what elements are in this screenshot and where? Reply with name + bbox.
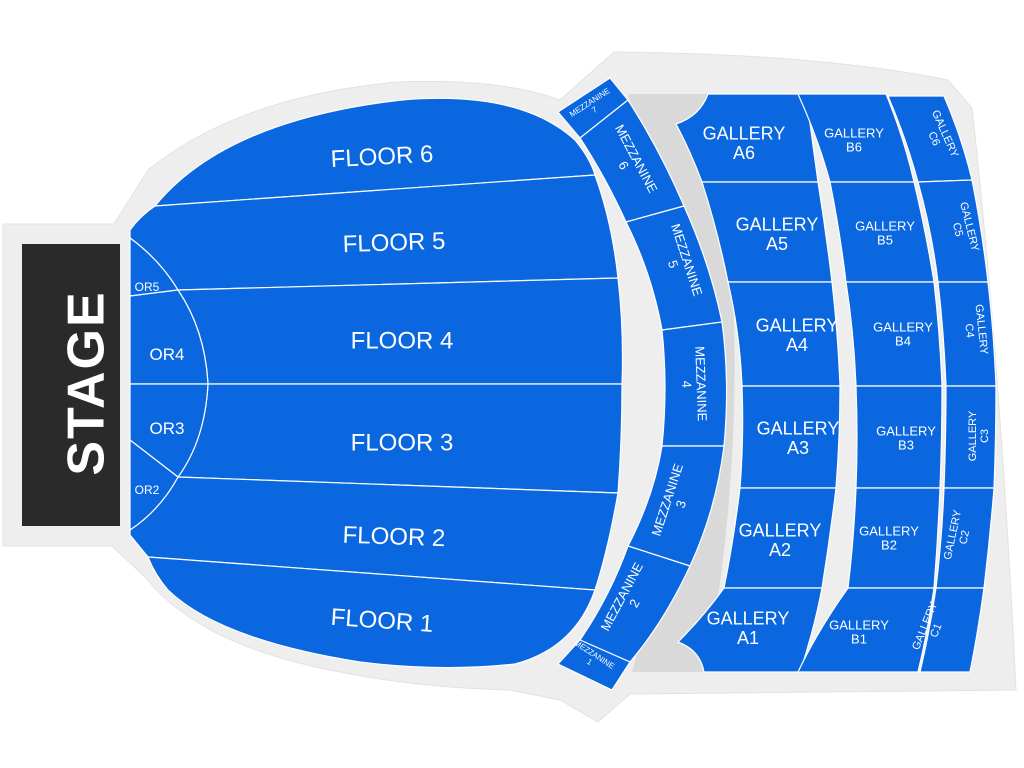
section-or-2[interactable] [129,438,179,532]
section-gallery-b4[interactable] [845,281,943,387]
section-floor-4[interactable] [176,277,624,385]
section-floor-6[interactable] [153,97,596,207]
section-mezzanine-4[interactable] [661,321,728,447]
section-gallery-c1[interactable] [919,587,985,673]
section-gallery-c2[interactable] [935,487,995,589]
section-gallery-a4[interactable] [727,281,841,387]
stage [22,244,120,526]
section-mezzanine-1[interactable] [557,639,631,691]
section-floor-1[interactable] [147,556,596,669]
section-gallery-c3[interactable] [943,385,997,489]
section-gallery-b1[interactable] [797,587,935,673]
section-gallery-b3[interactable] [855,385,943,489]
section-gallery-a2[interactable] [723,487,837,589]
stage-label: STAGE [58,290,116,475]
section-floor-3[interactable] [176,383,623,494]
section-gallery-b2[interactable] [847,487,941,589]
section-gallery-c4[interactable] [937,281,997,387]
section-gallery-a1[interactable] [676,587,823,673]
section-gallery-a3[interactable] [739,385,841,489]
section-gallery-a6[interactable] [675,93,819,183]
